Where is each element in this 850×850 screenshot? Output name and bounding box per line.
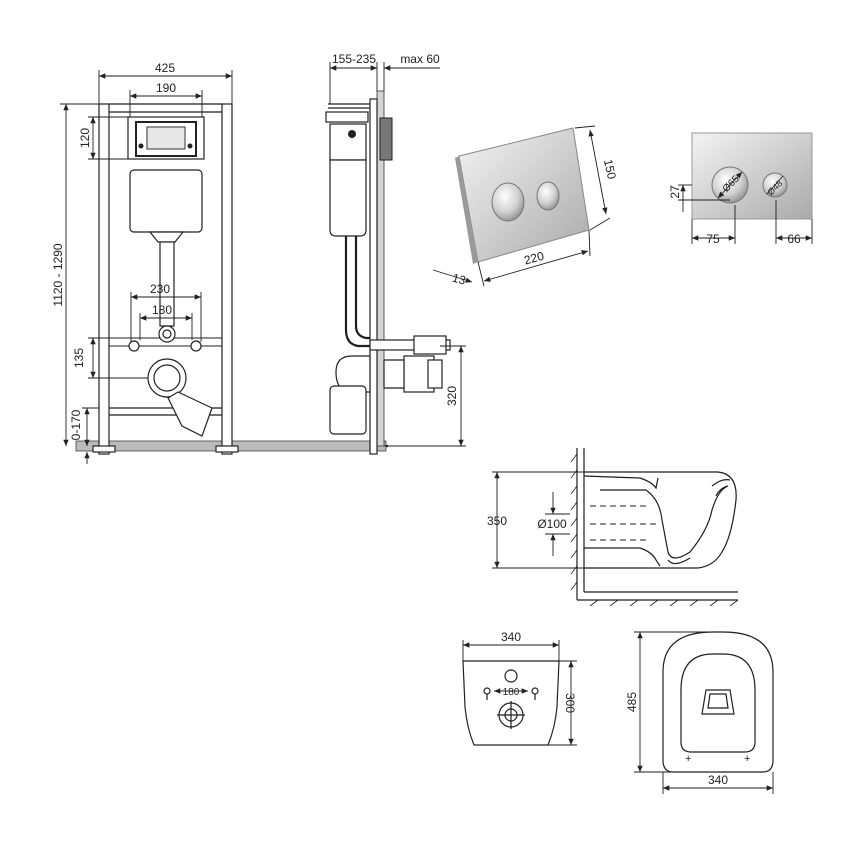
dim-plate-offset: 27 [668,185,682,199]
dim-frame-height: 1120 - 1290 [51,243,65,306]
bowl-outline-side [584,471,737,569]
dim-top-offset: 120 [78,128,92,148]
frame-right-upright [221,103,233,455]
dim-drain-height: 320 [445,386,459,406]
svg-text:+: + [685,753,691,765]
dim-back-bolts: 180 [503,687,520,698]
dim-bowl-height: 350 [487,514,507,528]
flush-plate-face [691,132,813,220]
dim-bolt-outer: 230 [150,282,170,296]
frame-side-view: 155-235 max 60 320 [325,52,466,455]
dim-back-width: 340 [501,630,521,644]
bowl-side-section: 350 Ø100 [487,448,739,607]
flush-button-large-3d [491,182,525,222]
dim-plate-right: 66 [787,232,801,246]
dim-plate-width: 220 [522,249,545,268]
dim-frame-width: 425 [155,61,175,75]
dim-foot-adjust: 0-170 [69,409,83,440]
dim-outlet-diameter: Ø100 [537,517,567,531]
dim-bolt-inner: 180 [152,303,172,317]
dim-flush-width: 190 [156,81,176,95]
flush-plate-3d [458,127,590,263]
flush-button-small-3d [536,181,560,211]
cistern-side [329,159,367,237]
wall-hatch [570,453,739,607]
dim-outlet-height: 135 [72,348,86,368]
svg-text:+: + [744,753,750,765]
dim-max-panel: max 60 [400,52,440,66]
bowl-back-view: 340 180 300 [462,630,577,746]
flush-plate-perspective: 150 220 13 [432,125,619,288]
bowl-top-view: + + 485 340 [625,631,774,794]
dim-top-width: 340 [708,773,728,787]
dim-back-depth: 300 [563,693,577,713]
cistern [129,169,203,233]
frame-front-view: 425 190 1120 - 1290 120 230 180 135 0 [51,61,388,464]
dim-frame-depth: 155-235 [332,52,376,66]
frame-left-upright [98,103,110,455]
dim-plate-thickness: 13 [451,271,468,288]
dim-plate-height: 150 [601,158,619,181]
flush-plate-front: Ø65 Ø48 27 75 66 [668,132,813,246]
dim-top-length: 485 [625,692,639,712]
dim-plate-left: 75 [706,232,720,246]
